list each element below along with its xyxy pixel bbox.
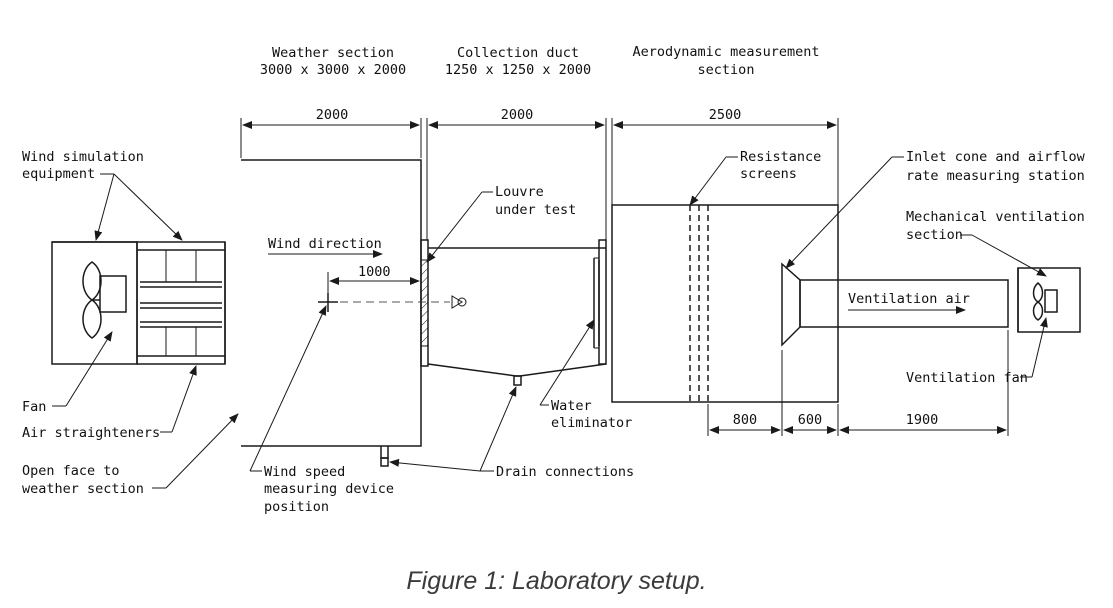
ventilation-air-label: Ventilation air [848,291,970,307]
air-straighteners-label: Air straighteners [22,425,160,441]
wind-direction-label: Wind direction [268,236,382,252]
dimension-800: 800 [733,412,757,428]
mechanical-ventilation-label-2: section [906,227,963,243]
louvre-label-2: under test [495,202,576,218]
measuring-point-cross [318,293,338,312]
weather-section-size: 3000 x 3000 x 2000 [260,62,406,78]
drain-leaders [389,386,517,472]
collection-duct-size: 1250 x 1250 x 2000 [445,62,591,78]
mechanical-ventilation-label: Mechanical ventilation [906,209,1085,225]
fan-label: Fan [22,399,46,415]
collection-duct [420,239,607,386]
inlet-cone-label-2: rate measuring station [906,168,1085,184]
resistance-screens-label-2: screens [740,166,797,182]
wind-speed-label-2: measuring device [264,481,394,497]
figure-caption: Figure 1: Laboratory setup. [406,567,707,595]
dimension-1900: 1900 [906,412,939,428]
inlet-cone [781,262,1009,347]
aero-section-title: Aerodynamic measurement [633,44,820,60]
collection-duct-dimension: 2000 [501,107,534,123]
collection-duct-title: Collection duct [457,45,579,61]
water-eliminator-label-2: eliminator [551,415,632,431]
wind-simulation-label-2: equipment [22,166,95,182]
dimension-600: 600 [798,412,822,428]
aero-section-title-2: section [698,62,755,78]
weather-section-title: Weather section [272,45,394,61]
louvre-label: Louvre [495,184,544,200]
top-dimensions [240,118,839,240]
measuring-device-symbol [451,295,467,309]
resistance-screens-label: Resistance [740,149,821,165]
wind-simulation-fan-housing [51,241,138,365]
inlet-cone-label: Inlet cone and airflow [906,149,1086,165]
dimension-1000: 1000 [358,264,391,280]
weather-section-box [241,159,422,467]
wind-speed-label-3: position [264,499,329,515]
open-face-label-2: weather section [22,481,144,497]
drain-connections-label: Drain connections [496,464,634,480]
wind-simulation-leaders [94,173,183,241]
bottom-dimensions [707,330,1009,436]
mechanical-ventilation-fan [1017,267,1081,333]
aero-measurement-box [611,204,839,403]
aero-section-dimension: 2500 [709,107,742,123]
ventilation-fan-label: Ventilation fan [906,370,1028,386]
louvre-under-test [420,259,429,347]
water-eliminator-label: Water [551,398,592,414]
weather-section-dimension: 2000 [316,107,349,123]
wind-speed-label: Wind speed [264,464,345,480]
wind-simulation-label: Wind simulation [22,149,144,165]
open-face-label: Open face to [22,463,120,479]
air-straighteners [136,241,226,365]
